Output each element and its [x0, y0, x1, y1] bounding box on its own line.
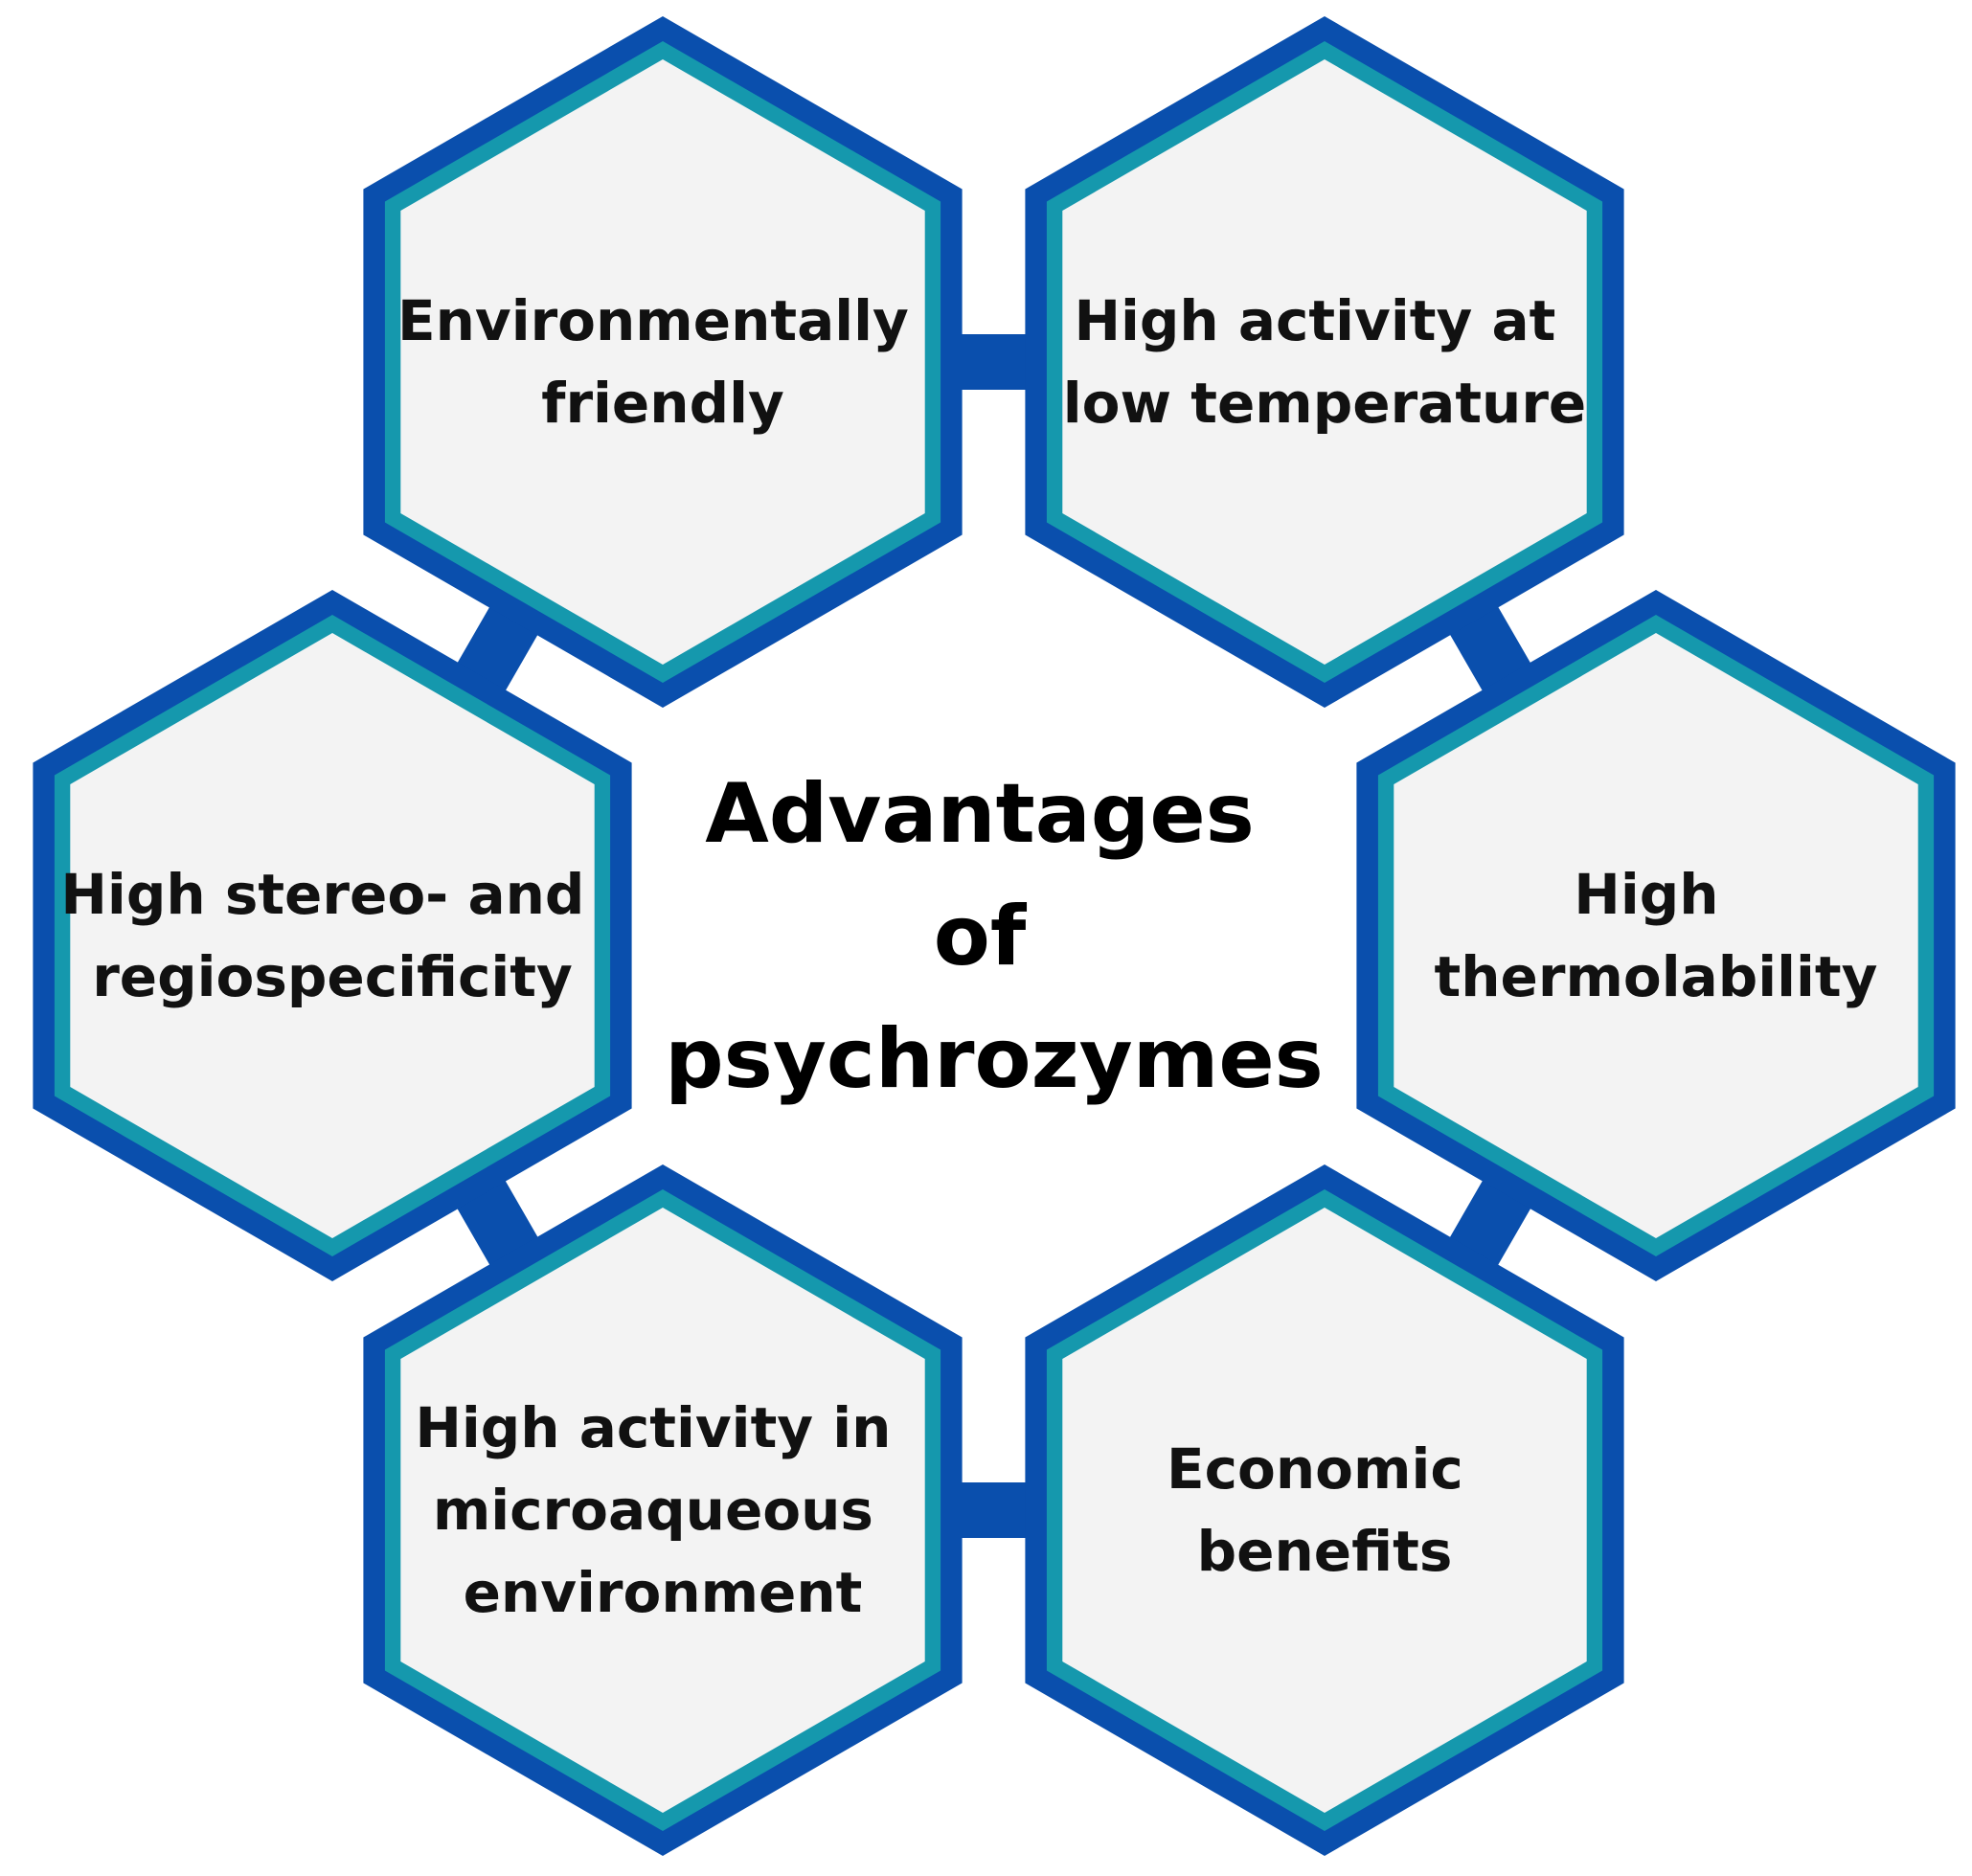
hexagon-label: Environmentally friendly [397, 288, 928, 436]
hexagon-label: High stereo- and regiospecificity [60, 862, 603, 1009]
hexagon-label: High activity in microaqueous environmen… [415, 1395, 910, 1625]
hexagon-fill [70, 633, 595, 1238]
hexagon-label-line: High [1574, 862, 1718, 927]
diagram-title: Advantages of psychrozymes [665, 766, 1324, 1107]
hexagon-label-line: benefits [1197, 1519, 1453, 1584]
hexagon-label-line: low temperature [1063, 371, 1587, 436]
hexagon-fill [1394, 633, 1918, 1238]
diagram-title-line: Advantages [705, 766, 1255, 862]
hexagon-fill [400, 1208, 925, 1813]
hexagon-label-line: Environmentally [397, 288, 909, 353]
hexagon-label-line: microaqueous [433, 1478, 873, 1543]
hexagon-label-line: friendly [541, 371, 784, 436]
hexagon-environmentally-friendly: Environmentally friendly [363, 16, 963, 708]
hexagon-label-line: High activity in [415, 1395, 891, 1460]
diagram-title-line: of [934, 889, 1028, 984]
hexagon-high-stereo-regiospecificity: High stereo- and regiospecificity [33, 590, 632, 1281]
hexagon-fill [400, 59, 925, 665]
hexagon-fill [1062, 1208, 1587, 1813]
hexagon-label-line: regiospecificity [92, 944, 573, 1009]
hexagon-label-line: environment [464, 1560, 863, 1625]
hexagon-label: High thermolability [1435, 862, 1878, 1009]
hexagon-label-line: thermolability [1435, 944, 1878, 1009]
hexagon-label: Economic benefits [1167, 1436, 1483, 1584]
hexagon-high-activity-low-temperature: High activity at low temperature [1025, 16, 1624, 708]
hexagon-label-line: High activity at [1074, 288, 1555, 353]
hexagon-economic-benefits: Economic benefits [1025, 1164, 1624, 1856]
hexagon-high-activity-microaqueous: High activity in microaqueous environmen… [363, 1164, 963, 1856]
hexagon-label-line: Economic [1167, 1436, 1463, 1502]
hexagon-label-line: High stereo- and [60, 862, 584, 927]
hexagon-fill [1062, 59, 1587, 665]
hexagon-label: High activity at low temperature [1063, 288, 1587, 436]
diagram-title-line: psychrozymes [665, 1011, 1324, 1107]
hexagon-high-thermolability: High thermolability [1356, 590, 1956, 1281]
